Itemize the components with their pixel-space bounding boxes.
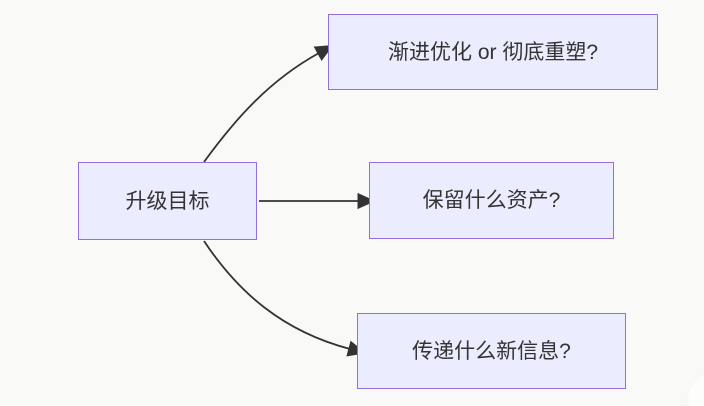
node-upgrade-goal-label: 升级目标 bbox=[125, 189, 210, 213]
node-optimize-or-rebuild-label: 渐进优化 or 彻底重塑? bbox=[387, 40, 599, 64]
node-new-message-label: 传递什么新信息? bbox=[412, 339, 571, 363]
node-optimize-or-rebuild[interactable]: 渐进优化 or 彻底重塑? bbox=[328, 14, 658, 90]
node-keep-assets[interactable]: 保留什么资产? bbox=[369, 162, 614, 239]
node-keep-assets-label: 保留什么资产? bbox=[422, 189, 561, 212]
edge-root-to-branch-3 bbox=[203, 240, 366, 357]
node-upgrade-goal[interactable]: 升级目标 bbox=[78, 162, 257, 240]
edge-root-to-branch-1 bbox=[203, 45, 334, 163]
node-new-message[interactable]: 传递什么新信息? bbox=[357, 313, 626, 389]
